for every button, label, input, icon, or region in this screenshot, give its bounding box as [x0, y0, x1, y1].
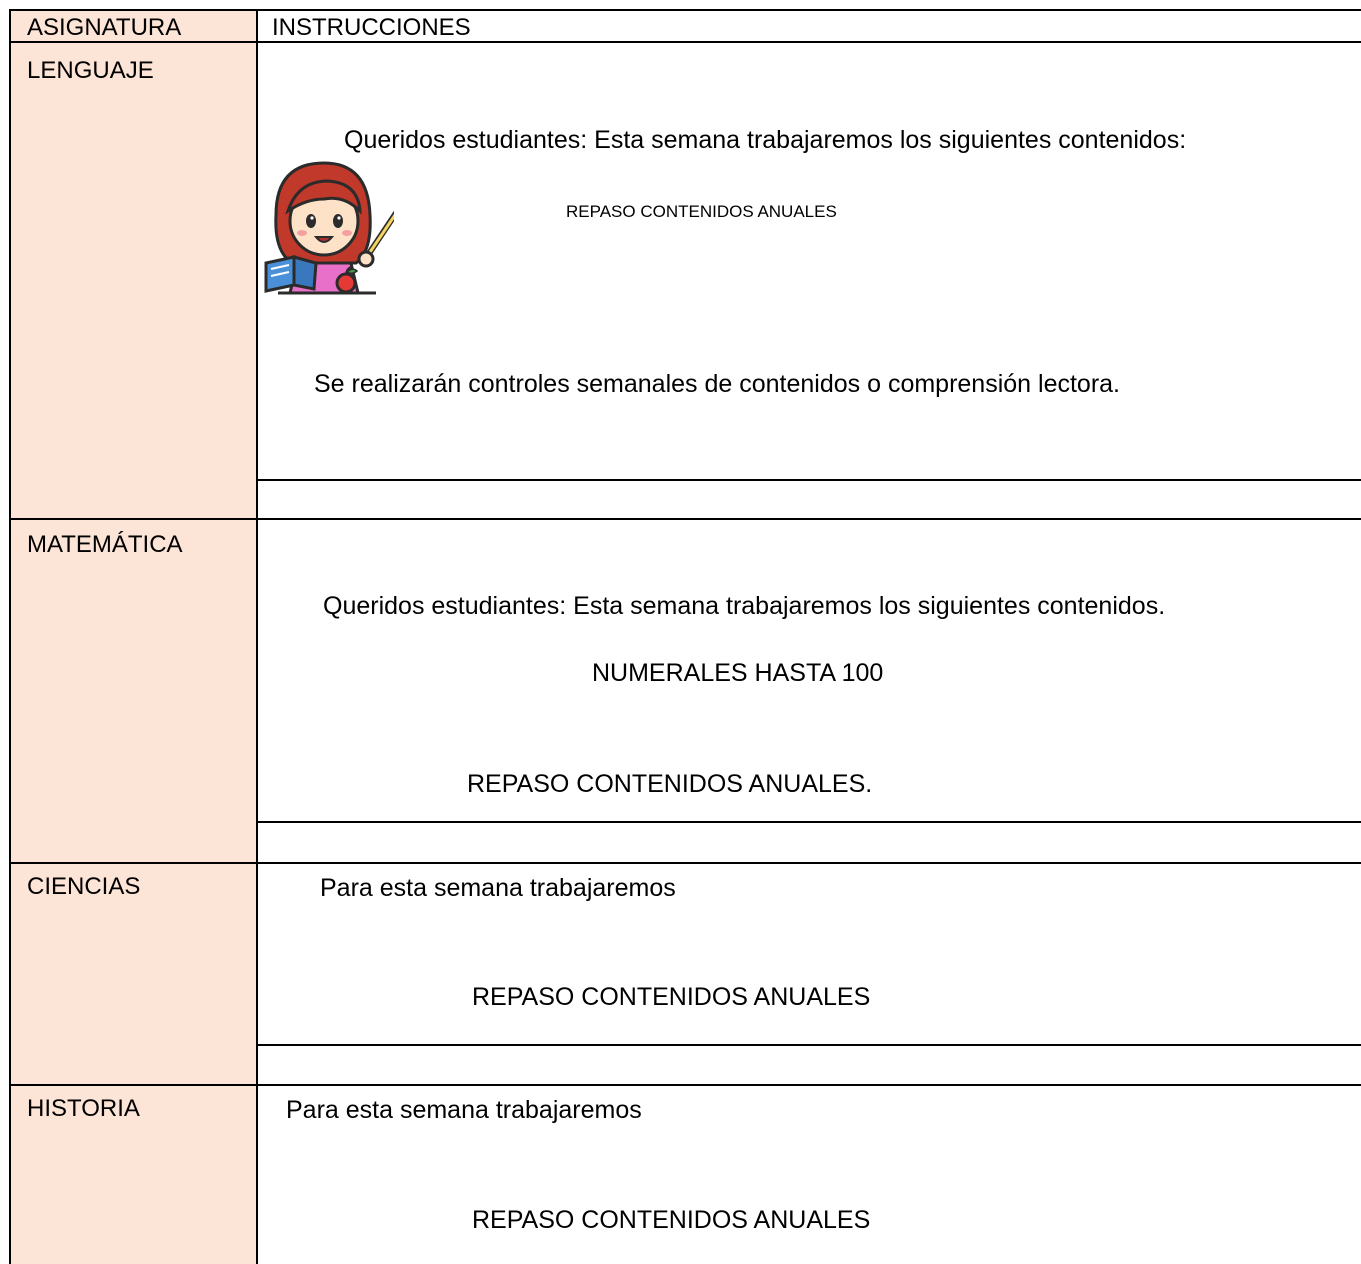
row-divider-matematica	[9, 862, 1361, 864]
header-subject: ASIGNATURA	[27, 14, 182, 41]
lenguaje-inner-divider	[256, 479, 1361, 481]
subject-ciencias: CIENCIAS	[27, 873, 141, 900]
ciencias-intro: Para esta semana trabajaremos	[320, 874, 676, 902]
lenguaje-intro: Queridos estudiantes: Esta semana trabaj…	[344, 126, 1187, 154]
column-divider	[256, 9, 258, 1264]
matematica-inner-divider	[256, 821, 1361, 823]
historia-topic: REPASO CONTENIDOS ANUALES	[472, 1206, 871, 1234]
row-divider-ciencias	[9, 1084, 1361, 1086]
subject-lenguaje: LENGUAJE	[27, 57, 154, 84]
lenguaje-note: Se realizarán controles semanales de con…	[314, 370, 1121, 398]
subject-historia: HISTORIA	[27, 1095, 140, 1122]
historia-intro: Para esta semana trabajaremos	[286, 1096, 642, 1124]
table-border-left	[9, 9, 11, 1264]
teacher-illustration-icon	[264, 161, 394, 295]
subject-column-fill	[9, 9, 256, 1264]
table-border-top	[9, 9, 1361, 11]
lenguaje-topic: REPASO CONTENIDOS ANUALES	[566, 202, 837, 221]
subject-matematica: MATEMÁTICA	[27, 531, 183, 558]
row-divider-lenguaje	[9, 518, 1361, 520]
matematica-topic-repaso: REPASO CONTENIDOS ANUALES.	[467, 770, 873, 798]
header-row-divider	[9, 41, 1361, 43]
matematica-topic-numerales: NUMERALES HASTA 100	[592, 659, 884, 687]
header-instructions: INSTRUCCIONES	[272, 14, 471, 41]
matematica-intro: Queridos estudiantes: Esta semana trabaj…	[323, 592, 1166, 620]
instructions-table	[9, 9, 1361, 1264]
ciencias-inner-divider	[256, 1044, 1361, 1046]
ciencias-topic: REPASO CONTENIDOS ANUALES	[472, 983, 871, 1011]
